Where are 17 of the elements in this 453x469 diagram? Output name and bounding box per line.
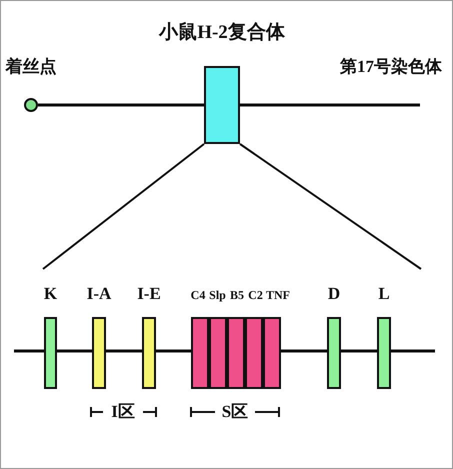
gene-label: K bbox=[44, 284, 58, 304]
chromosome-line bbox=[38, 104, 204, 106]
heading-label: 小鼠H-2复合体 bbox=[159, 21, 285, 45]
heading-label: 着丝点 bbox=[6, 56, 56, 78]
gene-label: C2 bbox=[248, 288, 263, 303]
gene-label: I-A bbox=[86, 284, 112, 304]
gene-label: B5 bbox=[230, 288, 244, 303]
gene-label: I-E bbox=[137, 284, 161, 304]
gene-label: C4 bbox=[190, 288, 206, 303]
gene-label: D bbox=[328, 284, 340, 304]
chromosome-line bbox=[240, 104, 420, 106]
chromosome-label: 第17号染色体 bbox=[340, 56, 442, 78]
gene-label: Slp bbox=[209, 288, 226, 303]
gene-label: TNF bbox=[266, 288, 290, 303]
region-label: S区 bbox=[222, 401, 248, 423]
region-label: I区 bbox=[111, 401, 135, 423]
gene-label: L bbox=[378, 284, 390, 304]
